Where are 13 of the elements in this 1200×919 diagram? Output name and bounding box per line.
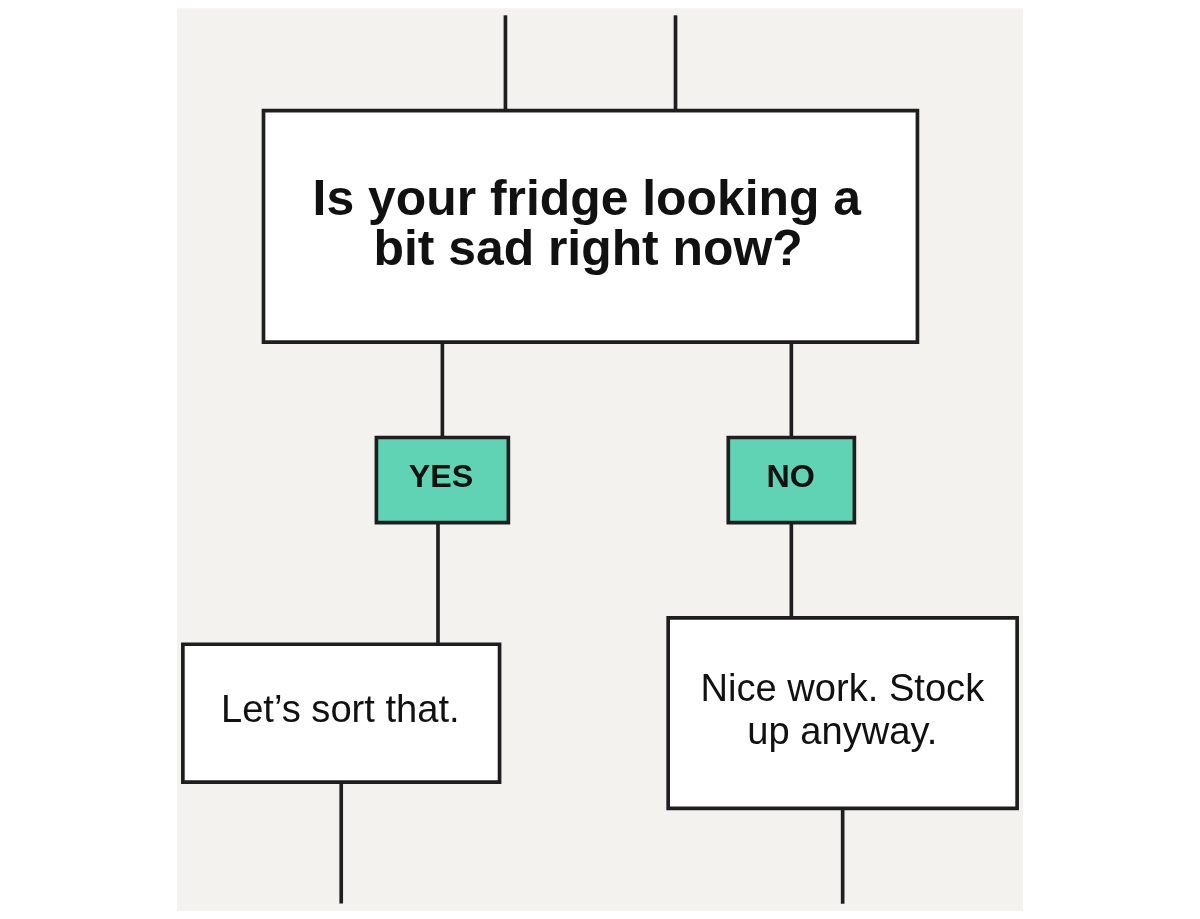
node-box: NO — [726, 435, 857, 525]
connector — [503, 15, 508, 111]
connector — [440, 342, 445, 438]
node-box: Let’s sort that. — [181, 642, 502, 784]
connector — [339, 782, 344, 904]
node-box: Is your fridge looking a bit sad right now? — [261, 108, 920, 345]
connector — [789, 342, 794, 438]
connector — [673, 15, 678, 111]
connector — [789, 522, 794, 618]
node-box: Nice work. Stock up anyway. — [666, 616, 1019, 811]
connector — [840, 808, 845, 904]
node-box: YES — [374, 435, 511, 525]
connector — [436, 522, 440, 645]
